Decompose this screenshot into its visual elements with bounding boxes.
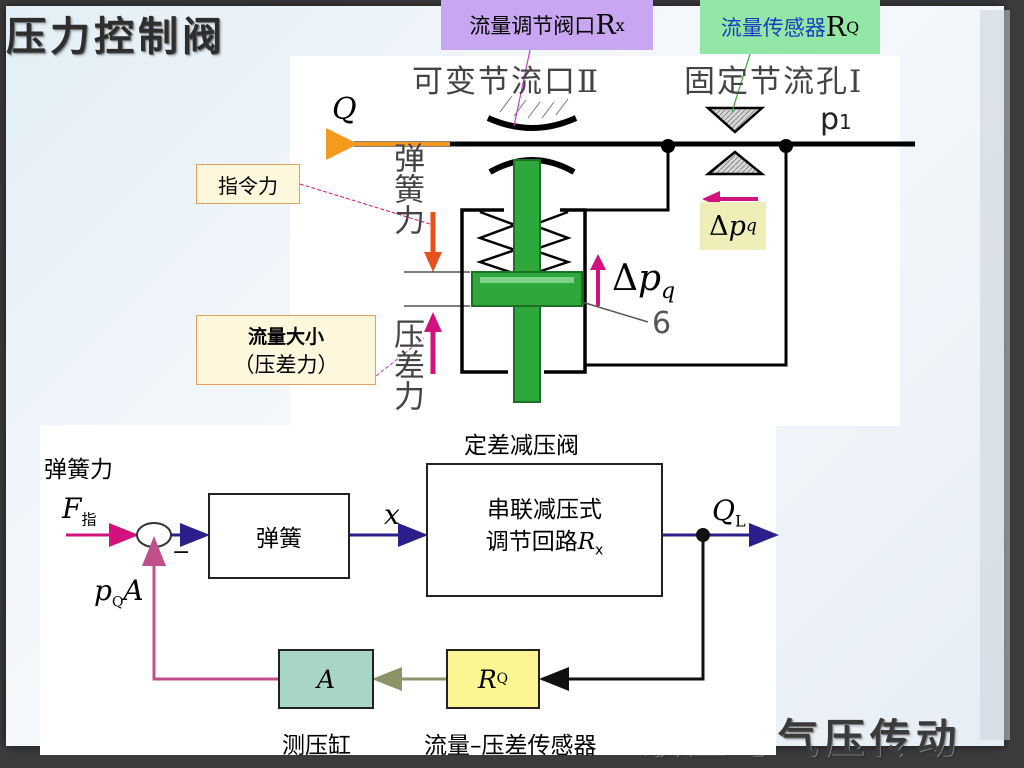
summing-junction [136, 522, 172, 548]
valve-body-right [544, 208, 587, 374]
pressure-p1-symbol: p [820, 102, 840, 137]
spring-force-vertical-label: 弹簧力 [388, 142, 424, 235]
fixed-orifice-lower [704, 150, 766, 176]
pipe-to-spring-chamber [585, 146, 670, 212]
block-heading-center: 定差减压阀 [464, 433, 579, 459]
rq-label-text: 流量传感器 [720, 16, 826, 40]
rx-label-sub: x [615, 15, 625, 35]
sensor-block-symbol: R [477, 664, 497, 694]
rq-pointer-line [731, 53, 751, 113]
flow-size-line1: 流量大小 [247, 325, 324, 348]
rq-label-sub: Q [846, 17, 860, 37]
rx-label-text: 流量调节阀口 [469, 14, 596, 38]
feedback-symbol: p [94, 574, 112, 607]
flow-size-line2: （压差力） [233, 352, 339, 377]
minus-sign: − [172, 540, 191, 565]
circuit-block-symbol: R [577, 528, 596, 555]
pipe-to-lower-chamber [585, 146, 788, 367]
circuit-block-sub: x [595, 542, 604, 559]
feedback-label: pQA [94, 574, 144, 611]
command-force-label: 指令力 [218, 173, 278, 198]
delta-side-symbol: p [638, 258, 662, 299]
valve-body [460, 208, 508, 374]
x-label: x [384, 498, 400, 531]
output-q-symbol: Q [712, 494, 735, 527]
fixed-orifice-label: 固定节流孔Ⅰ [684, 64, 864, 100]
output-q-label: QL [712, 494, 746, 531]
spring-coil [476, 210, 519, 274]
flow-symbol: Q [332, 92, 357, 127]
circuit-block: 串联减压式 调节回路Rx [426, 463, 663, 597]
sensor-caption: 流量–压差传感器 [424, 733, 597, 759]
delta-top-delta: Δ [709, 210, 729, 242]
part-leader [581, 301, 649, 323]
delta-top-symbol: p [728, 210, 746, 242]
delta-side-delta: Δ [612, 258, 638, 299]
circuit-block-line2-text: 调节回路 [485, 528, 578, 555]
input-f-symbol: F [62, 492, 82, 525]
block-heading-left: 弹簧力 [44, 457, 113, 483]
rq-label-box: 流量传感器 R Q [700, 0, 880, 54]
command-force-box: 指令力 [196, 164, 300, 204]
part-number-label: 6 [652, 306, 672, 341]
input-f-label: F指 [62, 492, 96, 530]
circuit-block-line1: 串联减压式 [487, 496, 602, 523]
delta-side-label: Δpq [612, 258, 675, 304]
command-leader [299, 183, 431, 225]
cylinder-caption: 测压缸 [282, 733, 351, 759]
delta-top-sub: q [745, 216, 757, 236]
circuit-block-line2: 调节回路Rx [486, 526, 604, 567]
pressure-p1-label: p1 [820, 102, 852, 137]
rx-label-box: 流量调节阀口 R x [441, 0, 653, 50]
slide-title: 压力控制阀 [6, 13, 226, 60]
fixed-orifice-upper [704, 106, 766, 134]
flow-size-leader [375, 337, 425, 377]
cylinder-to-sum-arrow [142, 536, 278, 681]
cylinder-block: A [278, 649, 374, 709]
spring-block-label: 弹簧 [256, 526, 302, 552]
rx-pointer-line [513, 49, 531, 127]
feedback-tail: A [123, 574, 144, 607]
spring-block: 弹簧 [208, 493, 350, 579]
pressure-diff-vertical-label: 压差力 [388, 318, 424, 411]
output-q-sub: L [734, 511, 746, 531]
rx-label-symbol: R [595, 9, 616, 41]
feedback-sub: Q [111, 594, 124, 611]
sensor-block-sub: Q [496, 671, 509, 687]
variable-orifice-label: 可变节流口Ⅱ [412, 64, 601, 100]
rq-label-symbol: R [825, 11, 847, 43]
orifice-arc-upper [486, 115, 578, 131]
cylinder-block-label: A [316, 664, 336, 694]
input-f-sub: 指 [81, 510, 97, 529]
tape-strip [980, 10, 1010, 740]
delta-side-sub: q [661, 279, 676, 305]
pressure-p1-sub: 1 [839, 110, 852, 134]
flow-size-box: 流量大小 （压差力） [196, 315, 376, 385]
feedback-to-sensor [539, 535, 705, 691]
